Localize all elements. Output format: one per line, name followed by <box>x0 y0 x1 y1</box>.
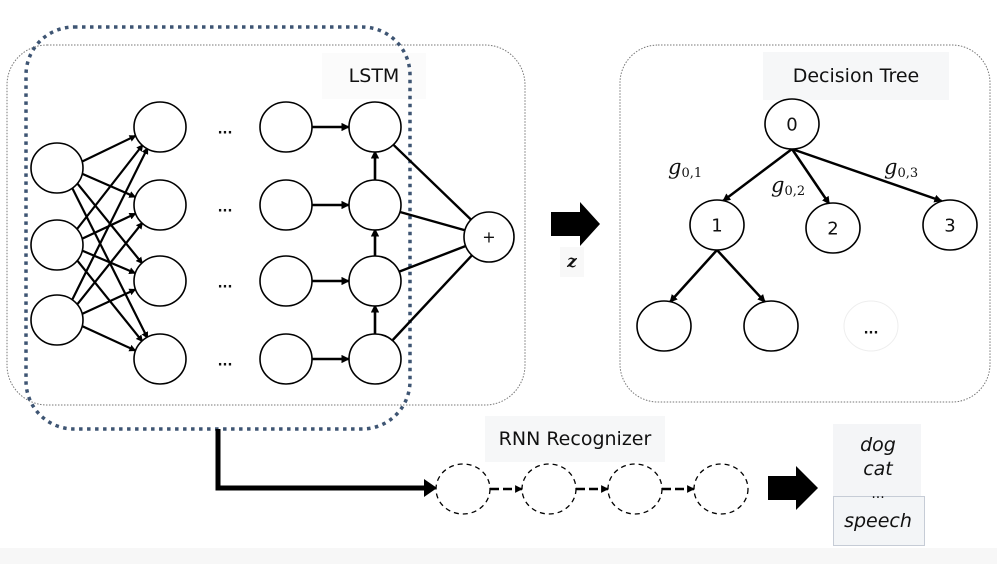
input-to-hidden-edge <box>73 178 144 265</box>
lstm-label: LSTM <box>322 53 426 99</box>
lstm-cell-node <box>348 333 402 385</box>
lstm-cell-node <box>348 255 402 307</box>
rnn-node <box>521 463 577 515</box>
tree-node-label: 3 <box>944 216 955 237</box>
output-word-ellipsis: ... <box>871 486 885 502</box>
sum-symbol: + <box>482 228 495 247</box>
rnn-recognizer-label: RNN Recognizer <box>485 416 665 462</box>
encoder-to-rnn-connector <box>215 429 430 491</box>
tree-child-node <box>922 199 978 251</box>
tree-edge <box>669 249 718 303</box>
edge-label-base: g <box>668 155 682 179</box>
rnn-chain <box>435 463 749 515</box>
lstm-to-sum-edge <box>391 254 473 341</box>
input-to-hidden-edge <box>80 249 137 275</box>
rnn-node <box>607 463 663 515</box>
hidden-node <box>259 179 313 231</box>
input-to-hidden-edge <box>80 324 137 352</box>
hidden-node <box>259 101 313 153</box>
lstm-to-sum-edge <box>398 244 467 273</box>
edge-label-g01: g0,1 <box>668 155 702 181</box>
edge-label-g03: g0,3 <box>884 155 918 181</box>
input-to-hidden-edge <box>80 134 137 164</box>
input-to-hidden-edge <box>73 255 144 343</box>
lstm-cell-node <box>348 101 402 153</box>
edge-label-sub: 0,1 <box>681 166 703 181</box>
output-arrow-icon <box>768 466 818 510</box>
hidden-layer-ellipsis: ... <box>218 355 233 370</box>
tree-leaf-node <box>636 300 692 352</box>
input-node <box>30 219 84 271</box>
lstm-network: ............ + <box>30 101 515 385</box>
input-to-hidden-edge <box>80 288 137 316</box>
output-box-top <box>833 424 921 498</box>
tree-edge <box>790 148 831 205</box>
decision-tree-container <box>619 44 991 403</box>
tree-node-label: 2 <box>827 219 838 240</box>
hidden-node <box>133 101 187 153</box>
tree-child-node <box>689 199 745 251</box>
hidden-layer-ellipsis: ... <box>218 277 233 292</box>
tree-edge <box>716 249 766 303</box>
tree-leaf-node <box>743 300 799 352</box>
hidden-node <box>259 333 313 385</box>
input-to-hidden-edge <box>72 143 144 234</box>
output-word-dog: dog <box>860 434 896 456</box>
sum-node <box>463 211 515 263</box>
lstm-to-sum-edge <box>392 144 472 221</box>
tree-edge <box>722 148 793 202</box>
tree-edge <box>791 147 943 203</box>
output-word-speech: speech <box>844 510 912 532</box>
edge-label-base: g <box>771 173 785 197</box>
rnn-node <box>435 463 491 515</box>
hidden-node <box>133 255 187 307</box>
edge-label-sub: 0,3 <box>897 166 919 181</box>
hidden-node <box>133 333 187 385</box>
input-node <box>30 294 84 346</box>
input-to-hidden-edge <box>80 172 137 199</box>
input-to-hidden-edge <box>73 221 144 310</box>
input-node <box>30 142 84 194</box>
decision-tree-label: Decision Tree <box>763 52 949 100</box>
output-box-bottom <box>833 496 925 546</box>
lstm-container <box>6 44 526 406</box>
tree-more-ellipsis: ... <box>864 323 879 338</box>
rnn-node <box>693 463 749 515</box>
input-to-hidden-edge <box>68 181 149 340</box>
lstm-to-sum-edge <box>399 210 466 232</box>
hidden-layer-ellipsis: ... <box>218 123 233 138</box>
transfer-arrow-icon <box>551 202 600 246</box>
input-to-hidden-edge <box>68 147 149 307</box>
decision-tree-graph: 0 1 2 3... <box>636 98 978 352</box>
tree-node-label: 0 <box>786 115 797 136</box>
output-word-cat: cat <box>863 458 893 480</box>
tree-child-node <box>805 202 861 254</box>
tree-node-label: 1 <box>711 216 722 237</box>
hidden-layer-ellipsis: ... <box>218 201 233 216</box>
z-variable-label: z <box>560 247 584 277</box>
edge-label-sub: 0,2 <box>784 184 806 199</box>
hidden-node <box>133 179 187 231</box>
bottom-band <box>0 548 997 564</box>
edge-label-base: g <box>884 155 898 179</box>
hidden-node <box>259 255 313 307</box>
tree-root-node <box>764 98 820 150</box>
edge-label-g02: g0,2 <box>771 173 805 199</box>
tree-more-node-placeholder <box>843 300 899 352</box>
lstm-cell-node <box>348 179 402 231</box>
connector-arrowhead-icon <box>424 479 437 497</box>
